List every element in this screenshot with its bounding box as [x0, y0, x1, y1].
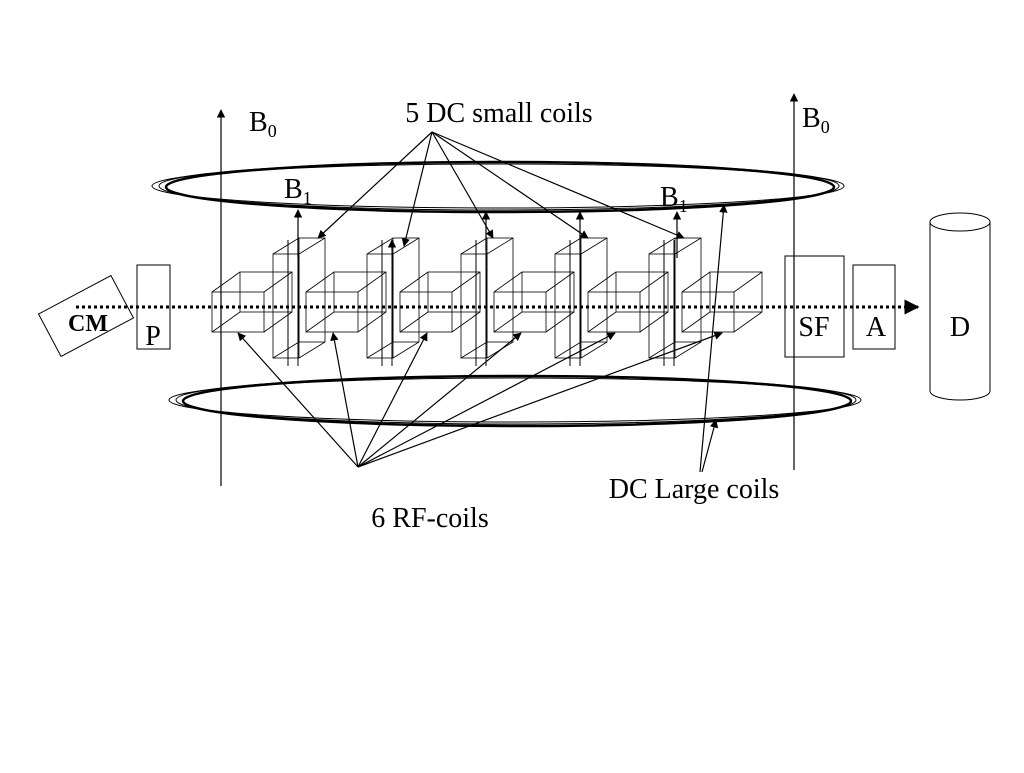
- b0-left-label: B0: [249, 107, 277, 141]
- b0-right-label: B0: [802, 103, 830, 137]
- a-box: [852, 264, 896, 350]
- d-label: D: [950, 312, 970, 343]
- cm-label: CM: [68, 311, 108, 337]
- cm-component: [37, 274, 135, 358]
- rf-coil-2: [305, 271, 387, 333]
- dc-small-coil-leader-2: [401, 131, 433, 247]
- detector-cylinder: [929, 212, 991, 401]
- p-label: P: [145, 321, 161, 352]
- dc-small-coil-leader-1: [317, 131, 433, 239]
- dc-small-coil-rods-4: [569, 240, 581, 366]
- dc-small-coil-3: [460, 237, 514, 359]
- sf-label: SF: [798, 312, 829, 343]
- rf-coil-1: [211, 271, 293, 333]
- label-leader-arrows: [237, 131, 728, 473]
- rf-coil-leader-2: [330, 332, 359, 468]
- rf-coil-group: [211, 271, 763, 333]
- a-label: A: [866, 312, 887, 343]
- rf-coil-leader-1: [237, 332, 359, 468]
- rf-coil-leader-4: [357, 332, 522, 468]
- dc-small-coil-rods-2: [381, 240, 393, 366]
- rf-coil-6: [681, 271, 763, 333]
- dc-small-coil-leader-5: [431, 131, 685, 239]
- dc-small-coil-rods-5: [663, 240, 675, 366]
- dc-large-coil-leader-top: [699, 204, 728, 473]
- dc-small-coil-rods-3: [475, 240, 487, 366]
- dc-large-coils-label: DC Large coils: [609, 474, 780, 505]
- dc-small-coils-label: 5 DC small coils: [405, 98, 592, 129]
- dc-large-coil-bottom: [168, 374, 862, 428]
- sf-box: [784, 255, 845, 358]
- rf-coil-leader-3: [357, 332, 428, 468]
- dc-large-coil-top: [151, 160, 845, 214]
- dc-small-coil-1: [272, 237, 326, 359]
- rf-coil-leader-5: [357, 332, 616, 468]
- rf-coil-4: [493, 271, 575, 333]
- p-box: [136, 264, 171, 350]
- dc-small-coil-2: [366, 237, 420, 359]
- dc-small-coil-group: [272, 237, 702, 366]
- rf-coil-3: [399, 271, 481, 333]
- rf-coil-5: [587, 271, 669, 333]
- dc-large-coil-leader-bottom: [701, 419, 719, 473]
- rf-coil-leader-6: [357, 331, 723, 468]
- dc-small-coil-5: [648, 237, 702, 359]
- dc-small-coil-rods-1: [287, 240, 299, 366]
- dc-small-coil-leader-3: [431, 131, 494, 239]
- dc-small-coil-leader-4: [431, 131, 589, 239]
- dc-small-coil-4: [554, 237, 608, 359]
- b1-left-label: B1: [284, 174, 312, 208]
- rf-coils-label: 6 RF-coils: [371, 503, 488, 534]
- b1-right-label: B1: [660, 182, 688, 216]
